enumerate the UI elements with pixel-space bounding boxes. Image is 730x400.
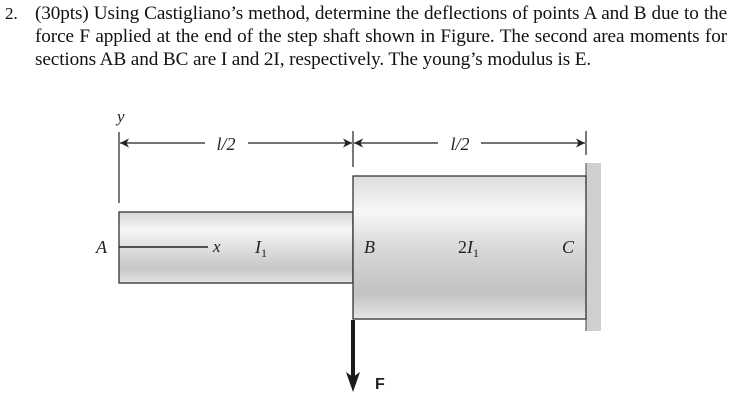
- problem-text: (30pts) Using Castigliano’s method, dete…: [35, 3, 727, 70]
- force-arrow-icon: [346, 372, 360, 392]
- point-b-label: B: [364, 237, 375, 257]
- section-ab-moment-label: I1: [254, 237, 267, 260]
- section-bc-moment-label: 2I1: [458, 237, 479, 260]
- dim-left-label: l/2: [216, 134, 235, 154]
- point-a-label: A: [95, 237, 108, 257]
- fixed-wall: [586, 163, 601, 331]
- force-label: F: [375, 376, 385, 393]
- point-c-label: C: [562, 237, 575, 257]
- problem-number: 2.: [5, 4, 18, 23]
- shaft-section-bc: [352, 175, 587, 320]
- problem-statement: 2. (30pts) Using Castigliano’s method, d…: [5, 2, 727, 71]
- x-axis-label: x: [212, 237, 221, 256]
- y-axis-label: y: [115, 107, 125, 126]
- dim-right-label: l/2: [450, 134, 469, 154]
